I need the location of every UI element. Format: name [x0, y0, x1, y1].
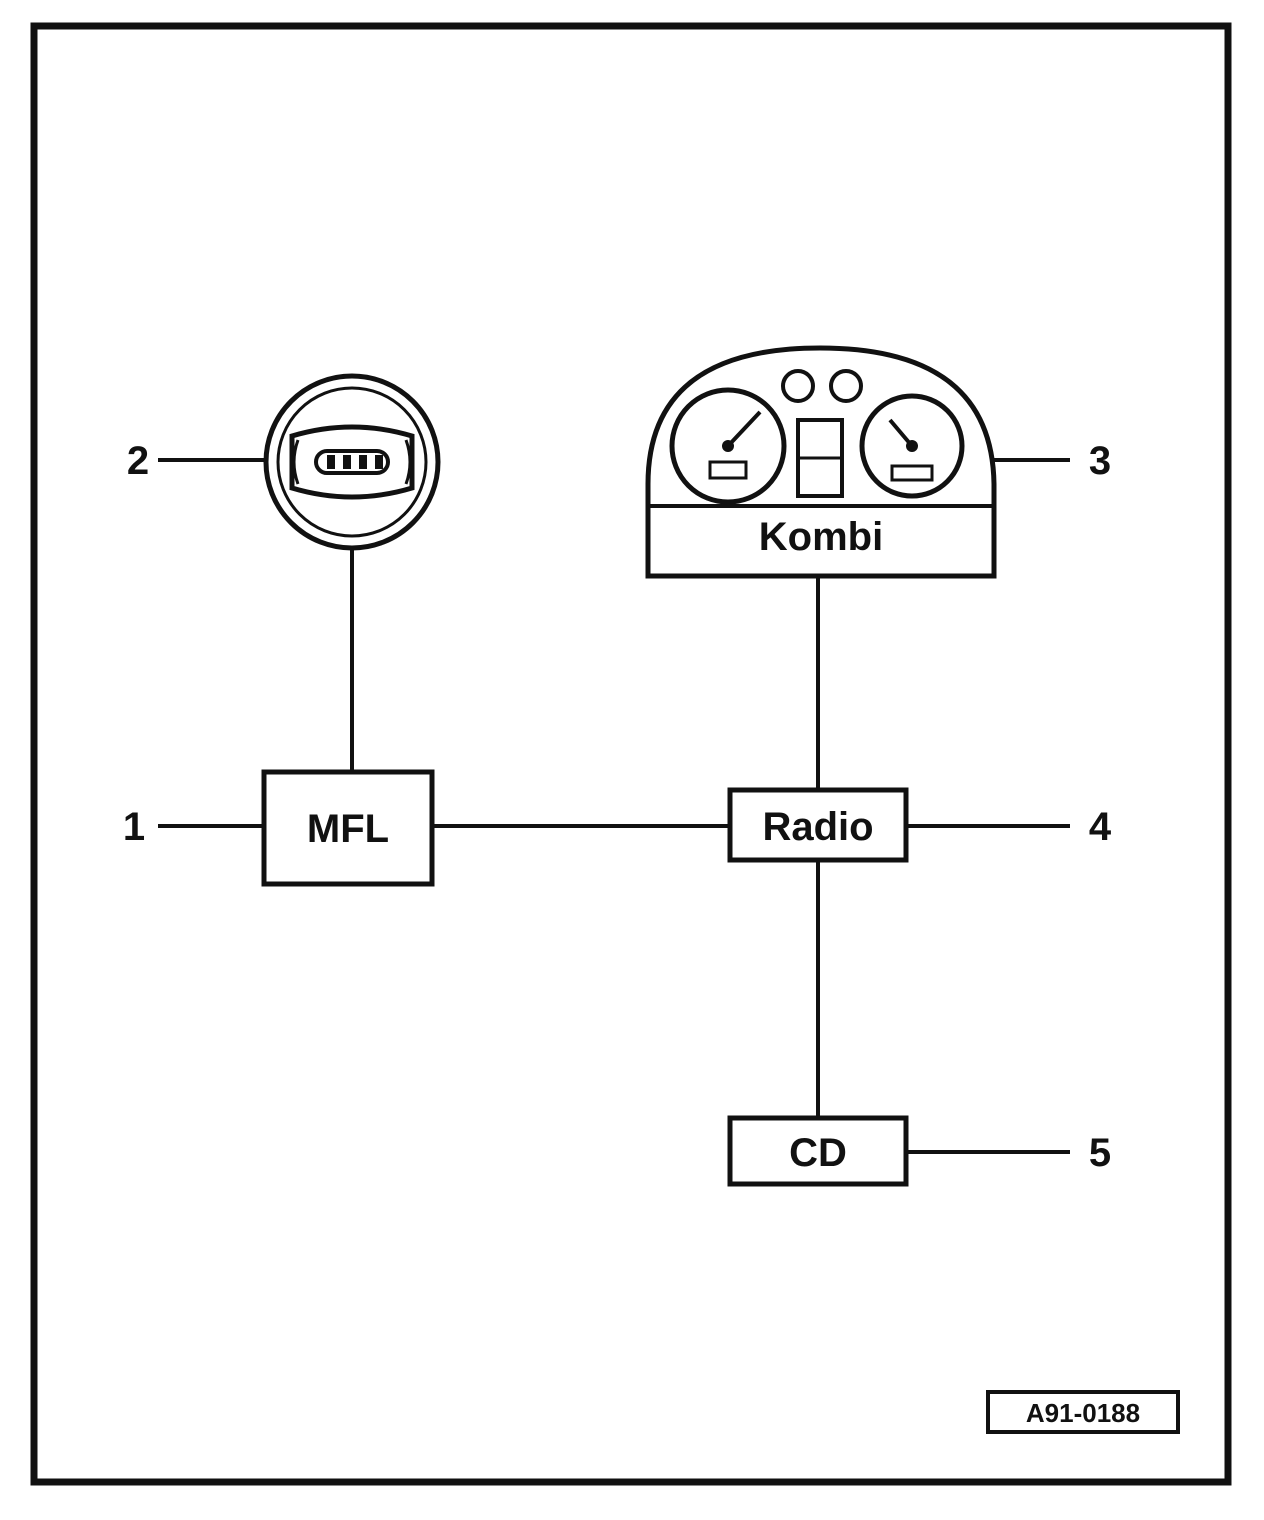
- callout-4: 4: [1089, 805, 1112, 849]
- cd-label: CD: [789, 1131, 847, 1175]
- radio-box: Radio: [727, 787, 909, 863]
- callout-3: 3: [1089, 439, 1111, 483]
- reference-tag: A91-0188: [986, 1390, 1180, 1434]
- mfl-label: MFL: [307, 807, 389, 851]
- kombi-label: Kombi: [759, 515, 883, 559]
- indicator-dial-icon: [781, 369, 815, 403]
- diagram-frame: [30, 22, 1232, 1486]
- instrument-cluster-icon: [645, 345, 997, 579]
- radio-label: Radio: [762, 805, 873, 849]
- connection-lines: [158, 458, 1070, 1154]
- callout-5: 5: [1089, 1131, 1111, 1175]
- callout-1: 1: [123, 805, 145, 849]
- steering-wheel-icon: [263, 373, 441, 551]
- reference-code: A91-0188: [1026, 1398, 1140, 1428]
- indicator-dial-icon: [829, 369, 863, 403]
- cd-box: CD: [727, 1115, 909, 1187]
- mfl-box: MFL: [261, 769, 435, 887]
- callout-2: 2: [127, 439, 149, 483]
